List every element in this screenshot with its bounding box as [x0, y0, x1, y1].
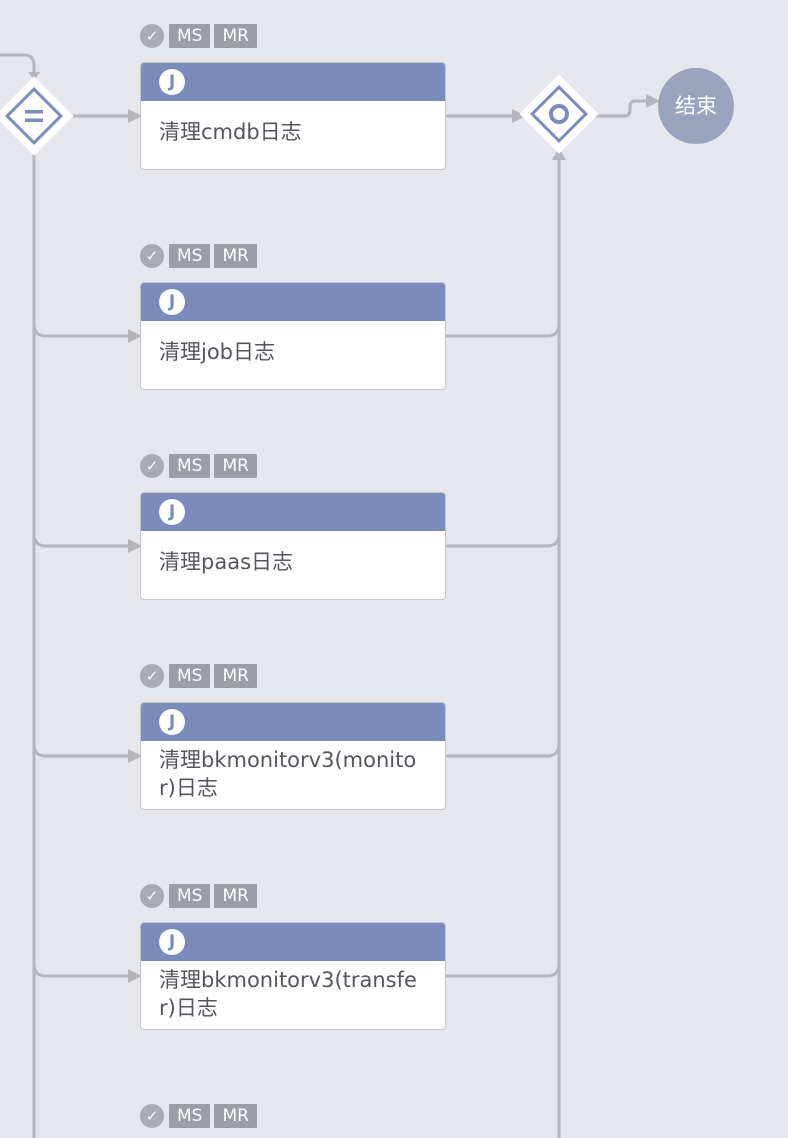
check-icon: ✓ [140, 244, 164, 268]
task-node-label: 清理bkmonitorv3(transfer)日志 [159, 968, 417, 1020]
task-node-header: J [141, 703, 445, 741]
tag-ms: MS [169, 454, 211, 478]
tag-mr: MR [214, 1104, 257, 1128]
edge-task-4-to-converge [444, 742, 561, 758]
arrow-task-1 [128, 109, 142, 123]
arrow-task-2 [128, 329, 142, 343]
edge-gateway-to-task-3 [32, 532, 132, 548]
check-icon: ✓ [140, 1104, 164, 1128]
tag-mr: MR [214, 884, 257, 908]
task-node-bkmonitor-transfer[interactable]: J 清理bkmonitorv3(transfer)日志 [140, 922, 446, 1030]
tag-mr: MR [214, 244, 257, 268]
task-tags: ✓ MS MR [140, 454, 261, 478]
parallel-gateway-icon [0, 76, 74, 156]
end-node[interactable]: 结束 [658, 68, 734, 144]
arrow-converge-bottom [552, 148, 566, 160]
tag-ms: MS [169, 884, 211, 908]
tag-ms: MS [169, 664, 211, 688]
task-node-header: J [141, 923, 445, 961]
task-tags: ✓ MS MR [140, 664, 261, 688]
job-icon: J [159, 499, 185, 525]
task-node-label: 清理job日志 [159, 340, 276, 364]
tag-ms: MS [169, 24, 211, 48]
check-icon: ✓ [140, 24, 164, 48]
task-tags: ✓ MS MR [140, 244, 261, 268]
edge-incoming [0, 53, 36, 74]
edge-converge-to-end [594, 99, 650, 118]
arrow-task-3 [128, 539, 142, 553]
job-icon: J [159, 69, 185, 95]
tag-ms: MS [169, 244, 211, 268]
job-icon: J [159, 289, 185, 315]
task-node-bkmonitor-monitor[interactable]: J 清理bkmonitorv3(monitor)日志 [140, 702, 446, 810]
tag-mr: MR [214, 454, 257, 478]
check-icon: ✓ [140, 454, 164, 478]
job-icon: J [159, 929, 185, 955]
converge-gateway-icon [519, 74, 599, 154]
task-node-header: J [141, 283, 445, 321]
check-icon: ✓ [140, 664, 164, 688]
arrow-task-4 [128, 749, 142, 763]
task-node-paas[interactable]: J 清理paas日志 [140, 492, 446, 600]
edge-gateway-to-task-5 [32, 962, 132, 978]
task-tags: ✓ MS MR [140, 1104, 261, 1128]
task-node-job[interactable]: J 清理job日志 [140, 282, 446, 390]
tag-mr: MR [214, 24, 257, 48]
arrow-converge-in [512, 109, 526, 123]
task-tags: ✓ MS MR [140, 24, 261, 48]
arrow-task-5 [128, 969, 142, 983]
edge-gateway-to-task-4 [32, 742, 132, 758]
edge-task-3-to-converge [444, 532, 561, 548]
arrow-incoming [28, 72, 40, 80]
task-node-label: 清理paas日志 [159, 550, 294, 574]
task-node-cmdb[interactable]: J 清理cmdb日志 [140, 62, 446, 170]
task-tags: ✓ MS MR [140, 884, 261, 908]
job-icon: J [159, 709, 185, 735]
edge-gateway-to-task-2 [32, 322, 132, 338]
task-node-header: J [141, 493, 445, 531]
tag-ms: MS [169, 1104, 211, 1128]
edge-task-5-to-converge [444, 962, 561, 978]
tag-mr: MR [214, 664, 257, 688]
task-node-label: 清理cmdb日志 [159, 120, 302, 144]
task-node-label: 清理bkmonitorv3(monitor)日志 [159, 748, 417, 800]
arrow-end [646, 94, 660, 108]
task-node-header: J [141, 63, 445, 101]
edge-task-2-to-converge [444, 322, 561, 338]
check-icon: ✓ [140, 884, 164, 908]
